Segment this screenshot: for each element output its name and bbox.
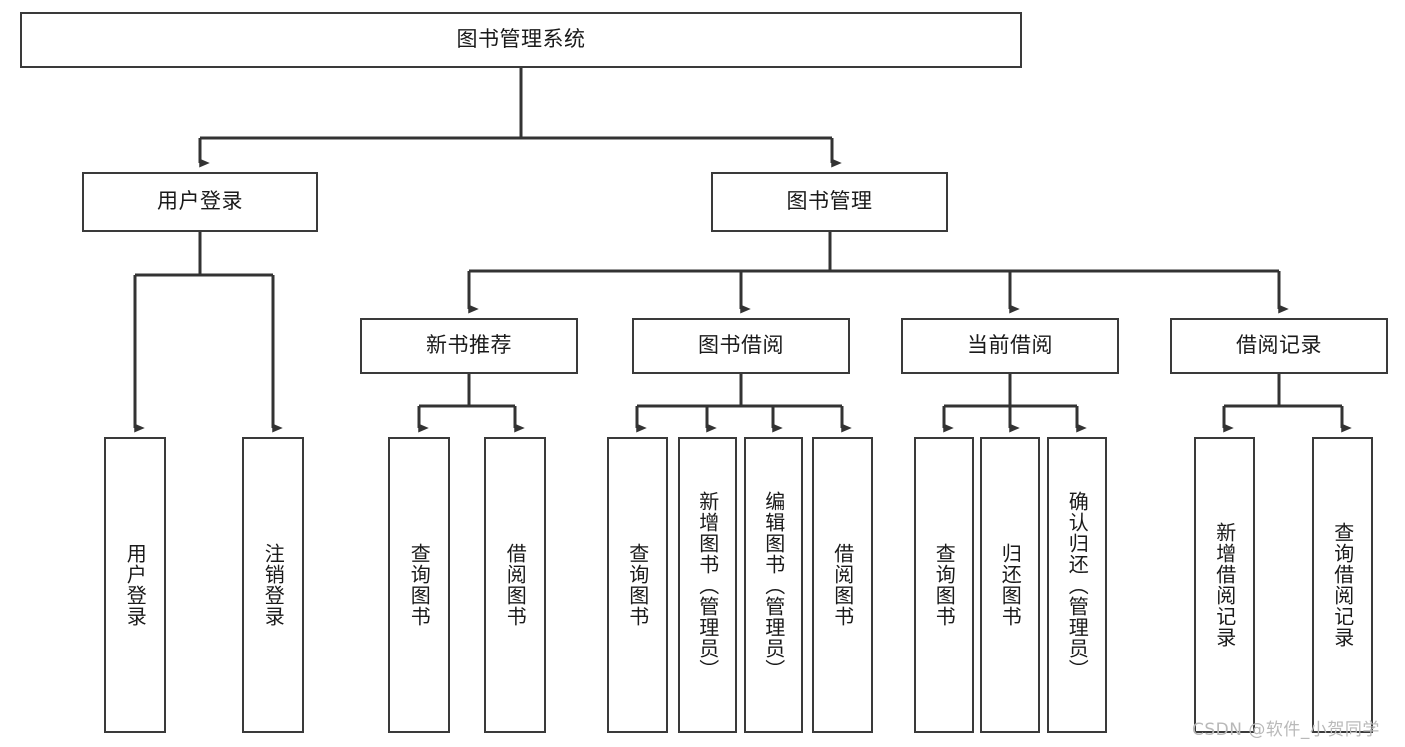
leaf-query-book-1[interactable]: 查询图书 — [388, 437, 450, 733]
leaf-add-book[interactable]: 新增图书（管理员） — [678, 437, 737, 733]
node-root-label: 图书管理系统 — [456, 27, 586, 52]
node-root[interactable]: 图书管理系统 — [20, 12, 1022, 68]
node-new-book-recommend-label: 新书推荐 — [426, 333, 512, 358]
leaf-logout[interactable]: 注销登录 — [242, 437, 304, 733]
leaf-edit-book-label: 编辑图书（管理员） — [761, 490, 786, 680]
node-borrow-record[interactable]: 借阅记录 — [1170, 318, 1388, 374]
node-new-book-recommend[interactable]: 新书推荐 — [360, 318, 578, 374]
node-borrow-record-label: 借阅记录 — [1236, 333, 1322, 358]
node-book-manage-label: 图书管理 — [786, 189, 873, 214]
leaf-query-book-2-label: 查询图书 — [625, 543, 650, 627]
leaf-query-book-1-label: 查询图书 — [407, 543, 432, 627]
leaf-confirm-return-label: 确认归还（管理员） — [1065, 490, 1090, 680]
leaf-add-record-label: 新增借阅记录 — [1212, 522, 1237, 648]
node-user-login[interactable]: 用户登录 — [82, 172, 318, 232]
leaf-borrow-book-2-label: 借阅图书 — [830, 543, 855, 627]
leaf-user-login-label: 用户登录 — [123, 543, 148, 627]
leaf-edit-book[interactable]: 编辑图书（管理员） — [744, 437, 803, 733]
leaf-user-login[interactable]: 用户登录 — [104, 437, 166, 733]
leaf-add-book-label: 新增图书（管理员） — [695, 490, 720, 680]
leaf-borrow-book-2[interactable]: 借阅图书 — [812, 437, 873, 733]
leaf-logout-label: 注销登录 — [261, 543, 286, 627]
leaf-borrow-book-1[interactable]: 借阅图书 — [484, 437, 546, 733]
node-book-manage[interactable]: 图书管理 — [711, 172, 948, 232]
leaf-confirm-return[interactable]: 确认归还（管理员） — [1047, 437, 1107, 733]
leaf-add-record[interactable]: 新增借阅记录 — [1194, 437, 1255, 733]
leaf-query-book-2[interactable]: 查询图书 — [607, 437, 668, 733]
node-user-login-label: 用户登录 — [157, 189, 243, 214]
leaf-borrow-book-1-label: 借阅图书 — [503, 543, 528, 627]
leaf-query-record-label: 查询借阅记录 — [1330, 522, 1355, 648]
node-book-borrow[interactable]: 图书借阅 — [632, 318, 850, 374]
leaf-query-book-3[interactable]: 查询图书 — [914, 437, 974, 733]
node-book-borrow-label: 图书借阅 — [698, 333, 784, 358]
leaf-query-record[interactable]: 查询借阅记录 — [1312, 437, 1373, 733]
node-current-borrow[interactable]: 当前借阅 — [901, 318, 1119, 374]
leaf-query-book-3-label: 查询图书 — [932, 543, 957, 627]
leaf-return-book-label: 归还图书 — [998, 543, 1023, 627]
node-current-borrow-label: 当前借阅 — [967, 333, 1053, 358]
leaf-return-book[interactable]: 归还图书 — [980, 437, 1040, 733]
